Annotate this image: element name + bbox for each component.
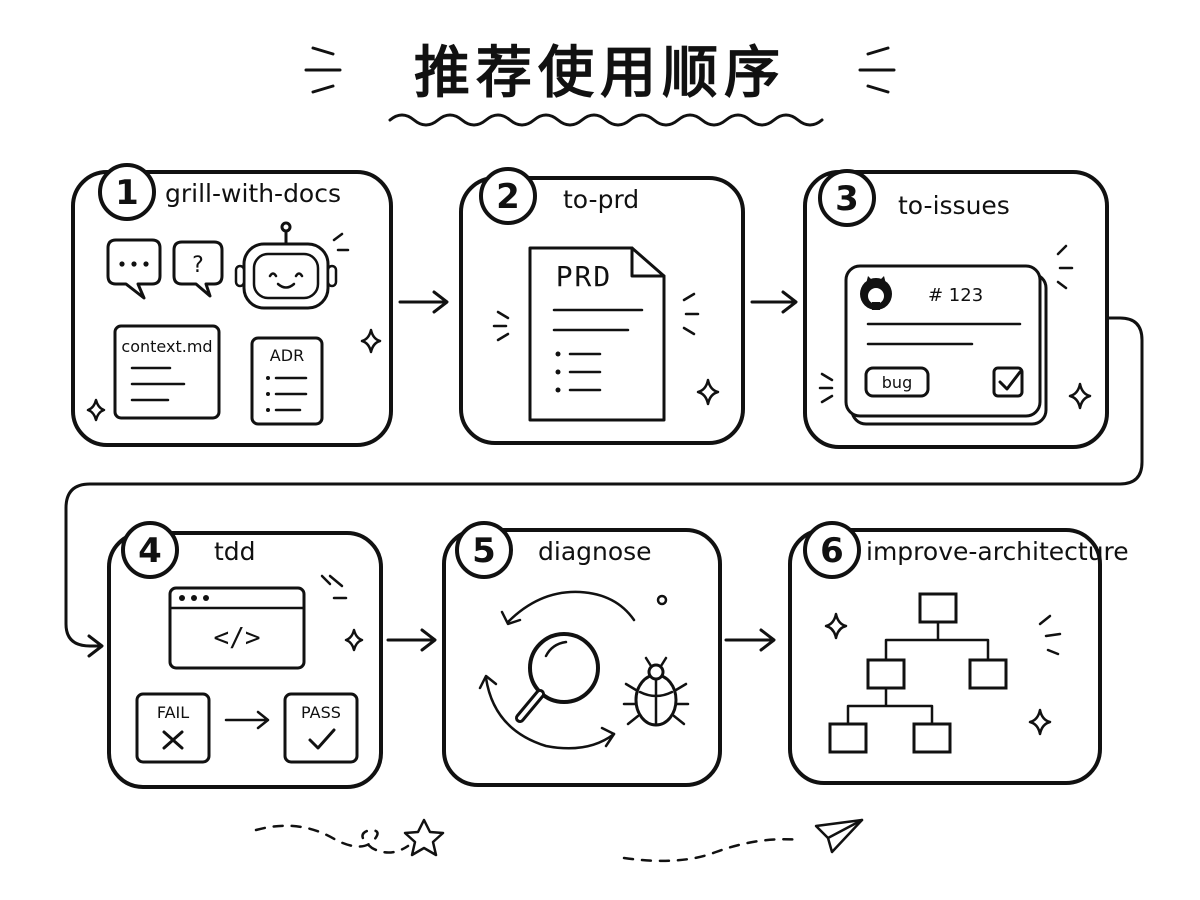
checkbox-icon: [992, 366, 1024, 398]
card-frame: [788, 528, 1102, 785]
issue-card: # 123 bug: [844, 264, 1048, 426]
sparkle-icon: [344, 628, 364, 652]
step-title: to-issues: [898, 191, 1010, 220]
dashed-trail-left: [254, 824, 410, 854]
sparkle-lines: [818, 244, 1074, 404]
step-number: 2: [496, 177, 520, 217]
pass-box: PASS: [283, 692, 359, 764]
arrow-4-to-5: [386, 628, 437, 652]
step-badge: [479, 167, 537, 225]
sparkle-icon: [1028, 708, 1052, 736]
bug-tag-label: bug: [882, 373, 912, 392]
sparkle-icon: [86, 398, 106, 422]
paper-plane-icon: [814, 818, 864, 854]
code-symbol: </>: [214, 623, 261, 653]
prd-label: PRD: [556, 260, 613, 293]
step-badge: [818, 169, 876, 227]
step-badge: [455, 521, 513, 579]
step-card-1: 1 grill-with-docs ?: [71, 163, 393, 447]
fail-label: FAIL: [157, 703, 189, 722]
title-decor-left: [304, 46, 342, 94]
sparkle-icon: [824, 612, 848, 640]
adr-doc-icon: ADR: [250, 336, 324, 426]
context-doc-label: context.md: [121, 337, 212, 356]
step-card-6: 6 improve-architecture: [788, 521, 1129, 785]
title-group: 推荐使用顺序: [304, 41, 896, 127]
dashed-trail-right: [622, 837, 802, 863]
sparkle-lines: [332, 232, 350, 252]
title-decor-right: [858, 46, 896, 94]
step-number: 6: [820, 531, 844, 571]
cycle-arrows-icon: [478, 590, 636, 750]
svg-text:?: ?: [192, 253, 204, 278]
step-badge: [803, 521, 861, 579]
speech-bubble-icon: [106, 238, 162, 300]
bug-icon: [622, 656, 690, 727]
fail-box: FAIL: [135, 692, 211, 764]
robot-icon: [234, 221, 338, 310]
step-title: tdd: [214, 537, 256, 566]
context-doc-icon: context.md: [113, 324, 221, 420]
step-card-3: 3 to-issues # 123 bug: [803, 169, 1109, 449]
arrow-5-to-6: [724, 628, 776, 652]
step-card-4: 4 tdd </> FAIL PASS: [107, 521, 383, 789]
question-bubble-icon: ?: [172, 240, 224, 298]
title-underline: [388, 113, 824, 127]
step-title: improve-architecture: [866, 537, 1129, 566]
arrow-1-to-2: [398, 290, 449, 314]
arrow-2-to-3: [750, 290, 798, 314]
star-icon: [403, 818, 445, 857]
step-card-5: 5 diagnose: [442, 521, 722, 787]
adr-doc-label: ADR: [270, 346, 304, 365]
step-title: to-prd: [563, 185, 639, 214]
sparkle-lines: [1038, 614, 1062, 656]
sparkle-lines: [320, 574, 348, 600]
step-badge: [98, 163, 156, 221]
step-title: grill-with-docs: [165, 179, 341, 208]
fail-to-pass-arrow: [224, 710, 270, 730]
flow-connectors: [64, 290, 1144, 658]
step-number: 4: [138, 531, 162, 571]
step-number: 5: [472, 531, 496, 571]
browser-window-icon: </>: [168, 586, 306, 670]
page-title: 推荐使用顺序: [414, 41, 786, 106]
step-number: 3: [835, 179, 859, 219]
sparkle-lines: [492, 292, 700, 342]
bottom-decor: [254, 818, 864, 863]
sparkle-icon: [360, 328, 382, 354]
step-number: 1: [115, 173, 139, 213]
sparkle-icon: [1068, 382, 1092, 410]
bug-tag: bug: [864, 366, 930, 398]
document-icon: PRD: [528, 246, 666, 422]
step-card-2: 2 to-prd PRD: [459, 167, 745, 445]
magnifier-icon: [515, 632, 600, 723]
pass-label: PASS: [301, 703, 341, 722]
step-title: diagnose: [538, 537, 652, 566]
tree-diagram-icon: [828, 592, 1008, 754]
step-badge: [121, 521, 179, 579]
sparkle-icon: [696, 378, 720, 406]
issue-number: # 123: [928, 285, 983, 306]
wrap-connector-3-to-4: [64, 316, 1144, 658]
github-icon: [860, 276, 892, 310]
dot: [656, 594, 668, 606]
